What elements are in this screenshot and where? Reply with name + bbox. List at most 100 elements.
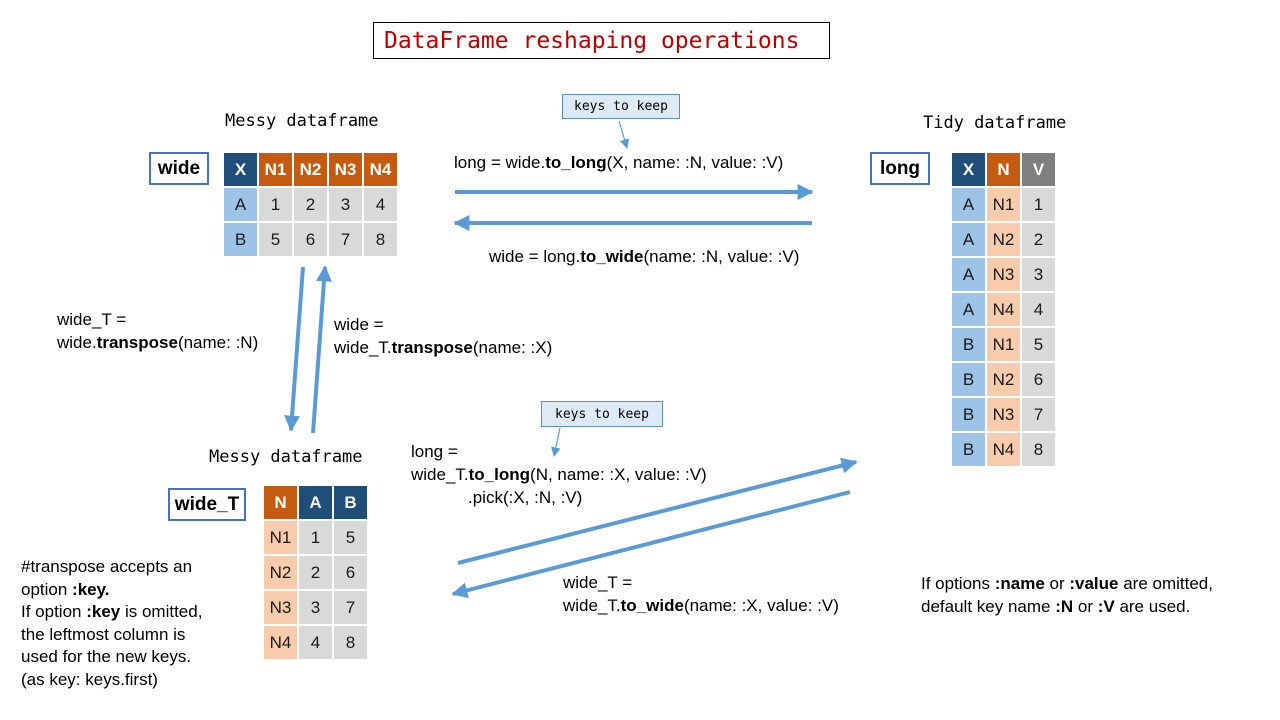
method-name: transpose: [391, 338, 473, 357]
note-keyword: :V: [1097, 596, 1115, 616]
name-cell: N1: [987, 188, 1020, 221]
keys-to-keep-note-bottom: keys to keep: [541, 401, 663, 427]
wide-t-label: wide_T: [168, 488, 246, 521]
tidy-caption: Tidy dataframe: [923, 113, 1067, 133]
header-cell: N: [987, 153, 1020, 186]
messy-bottom-caption: Messy dataframe: [209, 447, 363, 467]
note-text: are used.: [1114, 596, 1191, 616]
wide-label: wide: [149, 152, 209, 185]
key-cell: B: [224, 223, 257, 256]
method-name: to_long: [545, 153, 607, 172]
long-table: X N V A N1 1 A N2 2 A N3 3 A N4 4 B N1 5…: [952, 153, 1055, 466]
note-pointer-bottom: [551, 427, 561, 457]
code-text: wide = long.: [489, 247, 581, 266]
code-args: (X, name: :N, value: :V): [606, 153, 784, 172]
header-cell: N2: [294, 153, 327, 186]
value-cell: 8: [334, 626, 367, 659]
header-cell: B: [334, 486, 367, 519]
name-cell: N3: [987, 398, 1020, 431]
code-text: wide_T =: [57, 310, 127, 329]
header-cell: V: [1022, 153, 1055, 186]
method-name: to_wide: [580, 247, 644, 266]
note-text: or: [1044, 574, 1070, 593]
method-name: transpose: [96, 333, 178, 352]
key-cell: B: [952, 328, 985, 361]
value-cell: 4: [299, 626, 332, 659]
key-cell: B: [952, 363, 985, 396]
note-line: the leftmost column is: [21, 624, 186, 644]
value-cell: 4: [1022, 293, 1055, 326]
code-args: (name: :N): [177, 333, 259, 352]
value-cell: 6: [334, 556, 367, 589]
value-cell: 1: [259, 188, 292, 221]
value-cell: 3: [329, 188, 362, 221]
note-line: (as key: keys.first): [21, 669, 158, 689]
key-cell: A: [952, 188, 985, 221]
name-cell: N2: [987, 363, 1020, 396]
key-cell: B: [952, 433, 985, 466]
header-cell: X: [224, 153, 257, 186]
transpose-back-code: wide = wide_T.transpose(name: :X): [334, 313, 552, 359]
note-line: #transpose accepts an: [21, 557, 193, 576]
code-text: wide_T =: [563, 573, 633, 592]
key-cell: N3: [264, 591, 297, 624]
header-cell: X: [952, 153, 985, 186]
transpose-up-arrow: [311, 265, 332, 434]
keys-to-keep-note-top: keys to keep: [562, 94, 680, 119]
value-cell: 7: [329, 223, 362, 256]
header-cell: N: [264, 486, 297, 519]
code-text: wide_T.: [334, 338, 392, 357]
note-text: If options: [921, 574, 995, 593]
method-name: to_wide: [620, 596, 684, 615]
code-args: (N, name: :X, value: :V): [530, 465, 707, 484]
key-cell: N4: [264, 626, 297, 659]
header-cell: N4: [364, 153, 397, 186]
note-text: are omitted,: [1118, 574, 1213, 593]
key-cell: A: [952, 293, 985, 326]
key-cell: B: [952, 398, 985, 431]
header-cell: A: [299, 486, 332, 519]
wide-t-table: N A B N1 1 5 N2 2 6 N3 3 7 N4 4 8: [264, 486, 367, 659]
diagram-title: DataFrame reshaping operations: [373, 22, 830, 59]
code-text: wide_T.: [563, 596, 621, 615]
value-cell: 4: [364, 188, 397, 221]
name-cell: N1: [987, 328, 1020, 361]
to-wide2-arrow: [451, 490, 851, 599]
value-cell: 8: [1022, 433, 1055, 466]
code-text: wide_T.: [411, 465, 469, 484]
value-cell: 1: [299, 521, 332, 554]
long-label: long: [870, 152, 930, 185]
note-keyword: :key: [86, 602, 121, 621]
note-keyword: :N: [1055, 596, 1074, 616]
value-cell: 1: [1022, 188, 1055, 221]
name-cell: N4: [987, 433, 1020, 466]
code-args: (name: :X, value: :V): [683, 596, 839, 615]
transpose-note: #transpose accepts an option :key. If op…: [21, 556, 202, 691]
header-cell: N3: [329, 153, 362, 186]
code-text: long =: [411, 442, 458, 461]
value-cell: 3: [1022, 258, 1055, 291]
messy-top-caption: Messy dataframe: [225, 111, 379, 131]
to-long-code: long = wide.to_long(X, name: :N, value: …: [454, 151, 783, 174]
transpose-down-arrow: [284, 266, 305, 432]
value-cell: 5: [259, 223, 292, 256]
value-cell: 7: [334, 591, 367, 624]
key-cell: A: [952, 223, 985, 256]
note-line: used for the new keys.: [21, 647, 192, 666]
code-text: wide =: [334, 315, 384, 334]
to-long2-arrow: [457, 457, 858, 565]
to-wide-code: wide = long.to_wide(name: :N, value: :V): [489, 245, 799, 268]
note-text: option: [21, 579, 73, 599]
value-cell: 6: [294, 223, 327, 256]
note-text: If option: [21, 602, 87, 621]
name-cell: N4: [987, 293, 1020, 326]
code-args: (name: :X): [472, 338, 553, 357]
note-text: default key name: [921, 596, 1056, 616]
value-cell: 2: [1022, 223, 1055, 256]
name-cell: N2: [987, 223, 1020, 256]
note-text: or: [1073, 596, 1098, 616]
value-cell: 6: [1022, 363, 1055, 396]
wide-table: X N1 N2 N3 N4 A 1 2 3 4 B 5 6 7 8: [224, 153, 397, 256]
note-keyword: :name: [994, 574, 1045, 593]
